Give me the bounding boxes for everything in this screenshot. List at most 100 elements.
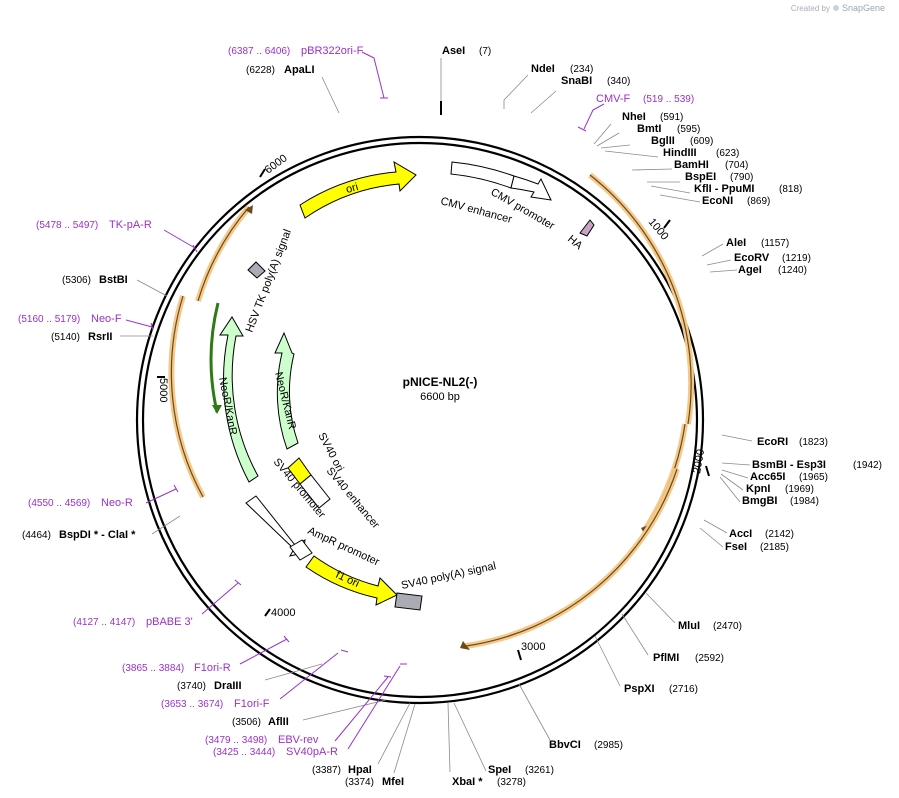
primer-pbr322ori-f-range: (6387 .. 6406) (228, 46, 290, 57)
primer-f1ori-r: F1ori-R (194, 662, 231, 674)
orf-highlights (168, 172, 695, 650)
ori-arrow (299, 160, 417, 219)
primer-sv40pa-r: SV40pA-R (286, 746, 338, 758)
site-bsmbi-esp3i-pos: (1942) (853, 460, 882, 471)
feature-label-hsv-tk-polya: HSV TK poly(A) signal (244, 228, 294, 334)
primer-tk-pa-r: TK-pA-R (109, 219, 152, 231)
tick-label-5000: 5000 (157, 378, 169, 402)
site-bmgbi-pos: (1984) (790, 496, 819, 507)
site-aflii: AflII (268, 716, 289, 728)
primer-leader-lines (125, 51, 605, 750)
sv40-polya-box (394, 592, 423, 611)
feature-label-sv40-polya: SV40 poly(A) signal (400, 560, 497, 592)
site-apali-pos: (6228) (246, 65, 275, 76)
site-hindiii: HindIII (663, 147, 697, 159)
site-ecori: EcoRI (757, 436, 788, 448)
site-ecorv-pos: (1219) (782, 253, 811, 264)
ha-arrow (579, 219, 595, 237)
site-acci-pos: (2142) (765, 529, 794, 540)
primer-tk-pa-r-range: (5478 .. 5497) (36, 220, 98, 231)
site-pflmi: PflMI (653, 652, 679, 664)
site-bspdi-clai-pos: (4464) (22, 530, 51, 541)
site-acc65i-pos: (1965) (799, 472, 828, 483)
feature-label-ori: ori (345, 181, 360, 196)
site-bsmbi-esp3i: BsmBI - Esp3I (752, 459, 826, 471)
site-bbvci: BbvCI (549, 739, 581, 751)
tick-2000 (705, 465, 710, 477)
site-bspdi-clai: BspDI * - ClaI * (59, 529, 136, 541)
ampr-promoter-arrow (289, 539, 313, 561)
site-bglii-pos: (609) (690, 136, 713, 147)
site-asei: AseI (442, 45, 465, 57)
site-bmgbi: BmgBI (742, 495, 777, 507)
site-ndei: NdeI (531, 63, 555, 75)
primer-pbabe-3-range: (4127 .. 4147) (73, 617, 135, 628)
site-bmti: BmtI (637, 123, 661, 135)
site-nhei: NheI (622, 111, 646, 123)
site-xbai-pos: (3278) (497, 777, 526, 788)
site-spei: SpeI (488, 764, 511, 776)
site-bglii: BglII (651, 135, 675, 147)
primer-ebv-rev-range: (3479 .. 3498) (205, 735, 267, 746)
site-kfli-ppumi-pos: (818) (779, 184, 802, 195)
feature-label-sv40-enhancer: SV40 enhancer (324, 465, 382, 531)
site-mfei-pos: (3374) (345, 777, 374, 788)
tick-label-4000: 4000 (271, 607, 295, 619)
site-spei-pos: (3261) (525, 765, 554, 776)
site-kpni-pos: (1969) (785, 484, 814, 495)
site-apali: ApaLI (284, 64, 315, 76)
leader-lines (120, 58, 753, 774)
site-econi-pos: (869) (747, 196, 770, 207)
neor-orf-arrowhead (212, 405, 222, 414)
tick-6000 (259, 168, 266, 178)
site-xbai: XbaI * (452, 776, 483, 788)
site-bbvci-pos: (2985) (594, 740, 623, 751)
site-ecorv: EcoRV (734, 252, 770, 264)
primer-neo-f: Neo-F (91, 313, 122, 325)
neor-orf-arc (209, 302, 220, 413)
site-fsei-pos: (2185) (760, 542, 789, 553)
site-asei-pos: (7) (479, 46, 491, 57)
site-draiii-pos: (3740) (177, 681, 206, 692)
site-fsei: FseI (725, 541, 747, 553)
primer-f1ori-f: F1ori-F (234, 698, 270, 710)
primer-pbabe-3: pBABE 3' (146, 616, 193, 628)
cmv-enhancer-arrow (450, 161, 515, 189)
site-alei: AleI (726, 237, 746, 249)
site-kfli-ppumi: KflI - PpuMI (694, 183, 755, 195)
hsv-tk-polya-box (247, 261, 266, 279)
site-pspxi: PspXI (624, 683, 655, 695)
site-rsrii: RsrII (88, 331, 112, 343)
site-agei-pos: (1240) (778, 265, 807, 276)
primer-f1ori-f-range: (3653 .. 3674) (161, 699, 223, 710)
credit-text: Created by (790, 3, 830, 13)
site-agei: AgeI (738, 264, 762, 276)
f1-ori-arrow (305, 555, 398, 606)
tick-4000 (264, 608, 271, 617)
site-bamhi-pos: (704) (725, 160, 748, 171)
site-draiii: DraIII (214, 680, 242, 692)
site-snabi: SnaBI (561, 75, 592, 87)
site-kpni: KpnI (746, 483, 770, 495)
snapgene-logo-icon (832, 5, 839, 11)
plasmid-size: 6600 bp (420, 391, 460, 403)
plasmid-name: pNICE-NL2(-) (403, 375, 478, 389)
primer-neo-r: Neo-R (101, 497, 133, 509)
sv40-enhancer-arrow (299, 474, 331, 509)
backbone-inner-ring (141, 141, 699, 699)
snapgene-credit: Created by SnapGene (791, 3, 885, 13)
site-bspei-pos: (790) (730, 172, 753, 183)
site-hpai-pos: (3387) (312, 765, 341, 776)
site-bmti-pos: (595) (677, 124, 700, 135)
site-mfei: MfeI (382, 776, 404, 788)
site-acci: AccI (729, 528, 752, 540)
tick-label-2000: 2000 (691, 448, 707, 474)
site-bstbi: BstBI (99, 274, 128, 286)
site-econi: EcoNI (702, 195, 733, 207)
credit-brand: SnapGene (841, 3, 885, 13)
site-nhei-pos: (591) (660, 112, 683, 123)
backbone-outer-ring (135, 135, 705, 705)
tick-label-3000: 3000 (521, 641, 545, 653)
site-alei-pos: (1157) (761, 238, 789, 249)
